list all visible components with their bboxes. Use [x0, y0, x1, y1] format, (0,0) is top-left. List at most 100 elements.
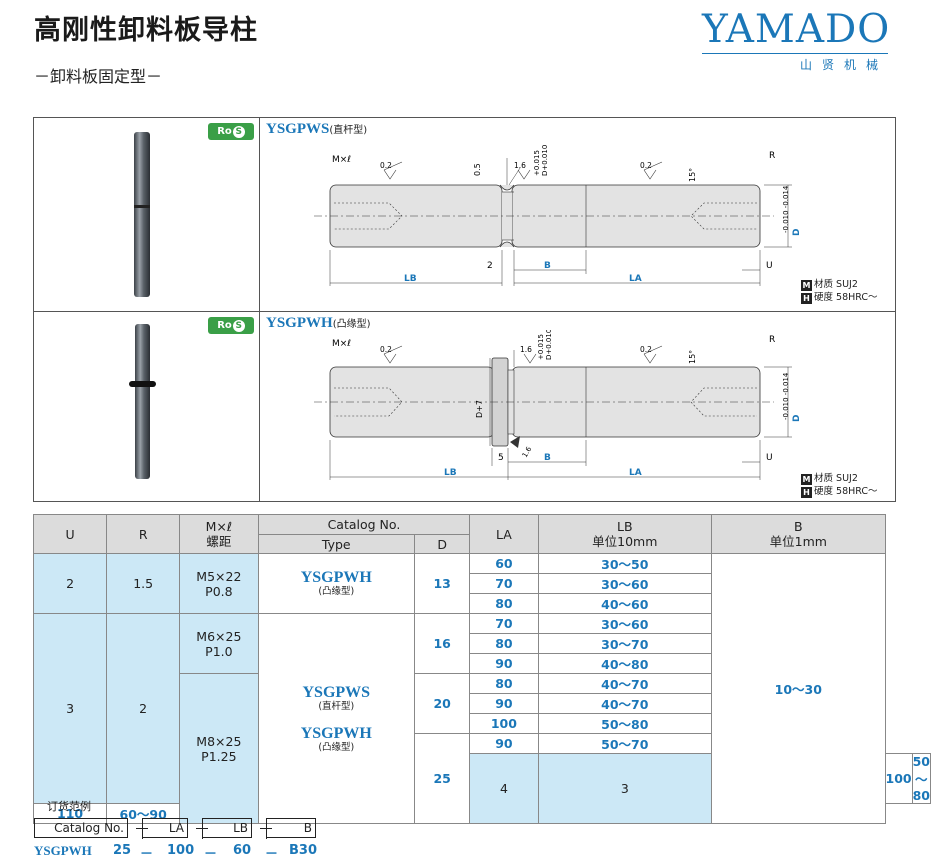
dim-d-plus-7: D+7 [475, 400, 484, 418]
cell-r: 3 [537, 753, 713, 824]
cell-type: YSGPWH(凸缘型) [257, 553, 415, 614]
tol-16: 1.6 [520, 345, 532, 354]
dim-lb: LB [404, 274, 417, 284]
d-tol-up: +0.015 [533, 150, 541, 176]
tol-02-left: 0.2 [380, 345, 392, 354]
th-u: U [32, 514, 108, 554]
d-tol: D+0.010 [541, 145, 549, 176]
cell-u: 4 [469, 753, 539, 824]
dim-la: LA [629, 468, 642, 478]
cell-la: 80 [469, 673, 539, 694]
brand-chinese-name: 山贤机械 [799, 58, 888, 72]
d-tol-up: +0.015 [537, 334, 545, 360]
cell-d: 16 [413, 613, 471, 674]
dim-b: B [544, 453, 551, 463]
cell-d: 20 [413, 673, 471, 734]
technical-drawing-flanged: LB LA B 5 U M×ℓ 0.2 0.2 1.6 R +0.015 D+0… [314, 330, 802, 480]
cell-r: 2 [106, 613, 181, 804]
th-r: R [106, 514, 181, 554]
th-type: Type [257, 534, 415, 554]
cell-lb: 50～70 [537, 733, 713, 754]
d-tol: D+0.010 [545, 330, 553, 360]
cell-type: YSGPWS(直杆型) YSGPWH(凸缘型) [257, 613, 415, 824]
order-value-sep: － [204, 847, 218, 862]
tol-16-flange: 1.6 [521, 445, 534, 459]
dim-lb: LB [444, 468, 457, 478]
cell-u: 3 [32, 613, 108, 804]
technical-drawing-straight: LB LA B 2 U M×ℓ 0.2 0.2 1.6 R 0.5 +0.015… [314, 145, 802, 286]
order-field-b: B [266, 818, 316, 838]
brand-logo: YAMADO 山贤机械 [702, 7, 891, 73]
page-subtitle: －卸料板固定型－ [34, 67, 163, 86]
cell-la: 80 [469, 633, 539, 654]
angle-15: 15° [688, 350, 697, 364]
cell-la: 60 [469, 553, 539, 574]
order-value-la: 100 [167, 843, 195, 858]
cell-la: 100 [884, 753, 913, 804]
order-value-type: YSGPWH [34, 843, 92, 858]
cell-u: 2 [32, 553, 108, 614]
page-title: 高刚性卸料板导柱 [34, 15, 258, 46]
dim-mxl: M×ℓ [332, 155, 351, 165]
order-value-d: 25 [113, 843, 132, 858]
cell-lb: 30～70 [537, 633, 713, 654]
cell-d: 13 [413, 553, 471, 614]
cell-la: 80 [469, 593, 539, 614]
tol-02-right: 0.2 [640, 345, 652, 354]
d-minus-tol: -0.010 -0.014 [782, 372, 790, 420]
model-label-straight: YSGPWS(直杆型) [266, 121, 368, 137]
cell-lb: 50～80 [537, 713, 713, 734]
order-example-title: 订货范例 [47, 800, 91, 813]
pin-photo-flanged [129, 324, 156, 479]
cell-lb: 30～60 [537, 573, 713, 594]
cell-la: 70 [469, 573, 539, 594]
cell-b: 10～30 [711, 553, 886, 824]
order-value-lb: 60 [233, 843, 252, 858]
order-dash-tick [202, 819, 203, 839]
order-value-sep: － [140, 847, 154, 862]
order-field-catalog: Catalog No. [34, 818, 128, 838]
th-catalog: Catalog No. [257, 514, 471, 535]
cell-la: 90 [469, 733, 539, 754]
dim-r: R [769, 151, 775, 161]
angle-15: 15° [688, 168, 697, 182]
order-value-sep: － [265, 847, 279, 862]
model-label-flanged: YSGPWH(凸缘型) [266, 315, 371, 331]
cell-lb: 30～50 [537, 553, 713, 574]
dim-b: B [544, 261, 551, 271]
order-field-la: LA [142, 818, 188, 838]
brand-name: YAMADO [702, 7, 891, 52]
cell-lb: 40～60 [537, 593, 713, 614]
pin-photo-straight [134, 132, 150, 297]
th-la: LA [469, 514, 539, 554]
dim-mxl: M×ℓ [332, 339, 351, 349]
cell-d: 25 [413, 733, 471, 824]
order-field-lb: LB [202, 818, 252, 838]
dim-05: 0.5 [473, 163, 482, 176]
d-minus-tol: -0.010 -0.014 [782, 185, 790, 233]
d-minus: D [792, 415, 802, 422]
brand-divider [702, 53, 888, 54]
cell-lb: 50～80 [911, 753, 931, 804]
dim-5: 5 [498, 453, 504, 463]
th-d: D [413, 534, 471, 554]
cell-lb: 40～70 [537, 673, 713, 694]
cell-lb: 30～60 [537, 613, 713, 634]
d-minus: D [792, 229, 802, 236]
order-dash-tick [266, 819, 267, 839]
cell-lb: 40～70 [537, 693, 713, 714]
dim-u: U [766, 261, 773, 271]
cell-la: 70 [469, 613, 539, 634]
